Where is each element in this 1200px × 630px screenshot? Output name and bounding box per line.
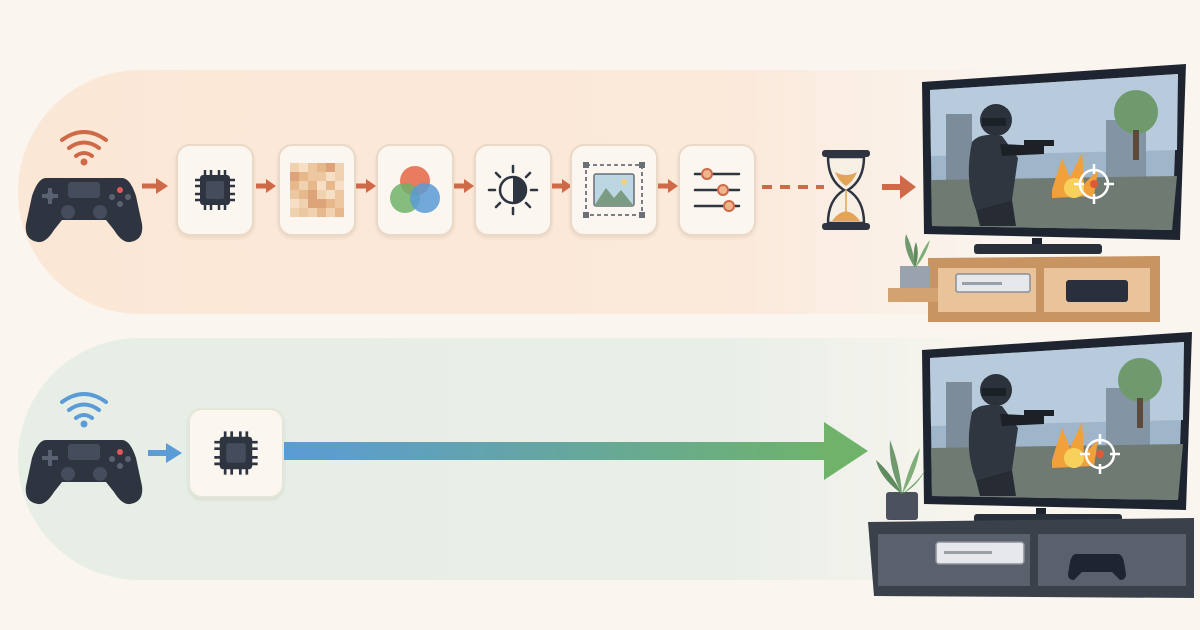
processor-chip-icon: [195, 170, 235, 210]
pixel-grid-tile: [278, 144, 356, 236]
arrow-icon: [452, 176, 476, 196]
rgb-color-circles-icon: [390, 166, 440, 213]
brightness-tile: [474, 144, 552, 236]
image-crop-tile: [570, 144, 658, 236]
slider-settings-icon: [693, 168, 741, 212]
processor-chip-tile-direct: [188, 408, 284, 498]
pixel-grid-icon: [290, 163, 344, 217]
tv-with-game-scene-icon: [884, 60, 1200, 330]
arrow-icon: [254, 176, 278, 196]
hourglass-icon: [818, 146, 874, 234]
direct-signal-arrow: [284, 418, 874, 484]
image-crop-frame-icon: [583, 162, 645, 218]
arrow-icon: [354, 176, 378, 196]
dashed-delay-line: [762, 183, 824, 191]
brightness-contrast-icon: [487, 164, 539, 216]
controller-wifi-icon-bottom: [24, 388, 144, 508]
slider-settings-tile: [678, 144, 756, 236]
arrow-icon: [550, 176, 574, 196]
arrow-icon: [146, 440, 186, 466]
tv-with-game-scene-icon: [860, 328, 1200, 600]
rgb-color-tile: [376, 144, 454, 236]
arrow-icon: [140, 176, 170, 196]
arrow-icon: [656, 176, 680, 196]
processor-chip-icon: [214, 431, 258, 475]
arrow-icon: [880, 172, 918, 202]
processor-chip-tile: [176, 144, 254, 236]
controller-wifi-icon-top: [24, 126, 144, 246]
